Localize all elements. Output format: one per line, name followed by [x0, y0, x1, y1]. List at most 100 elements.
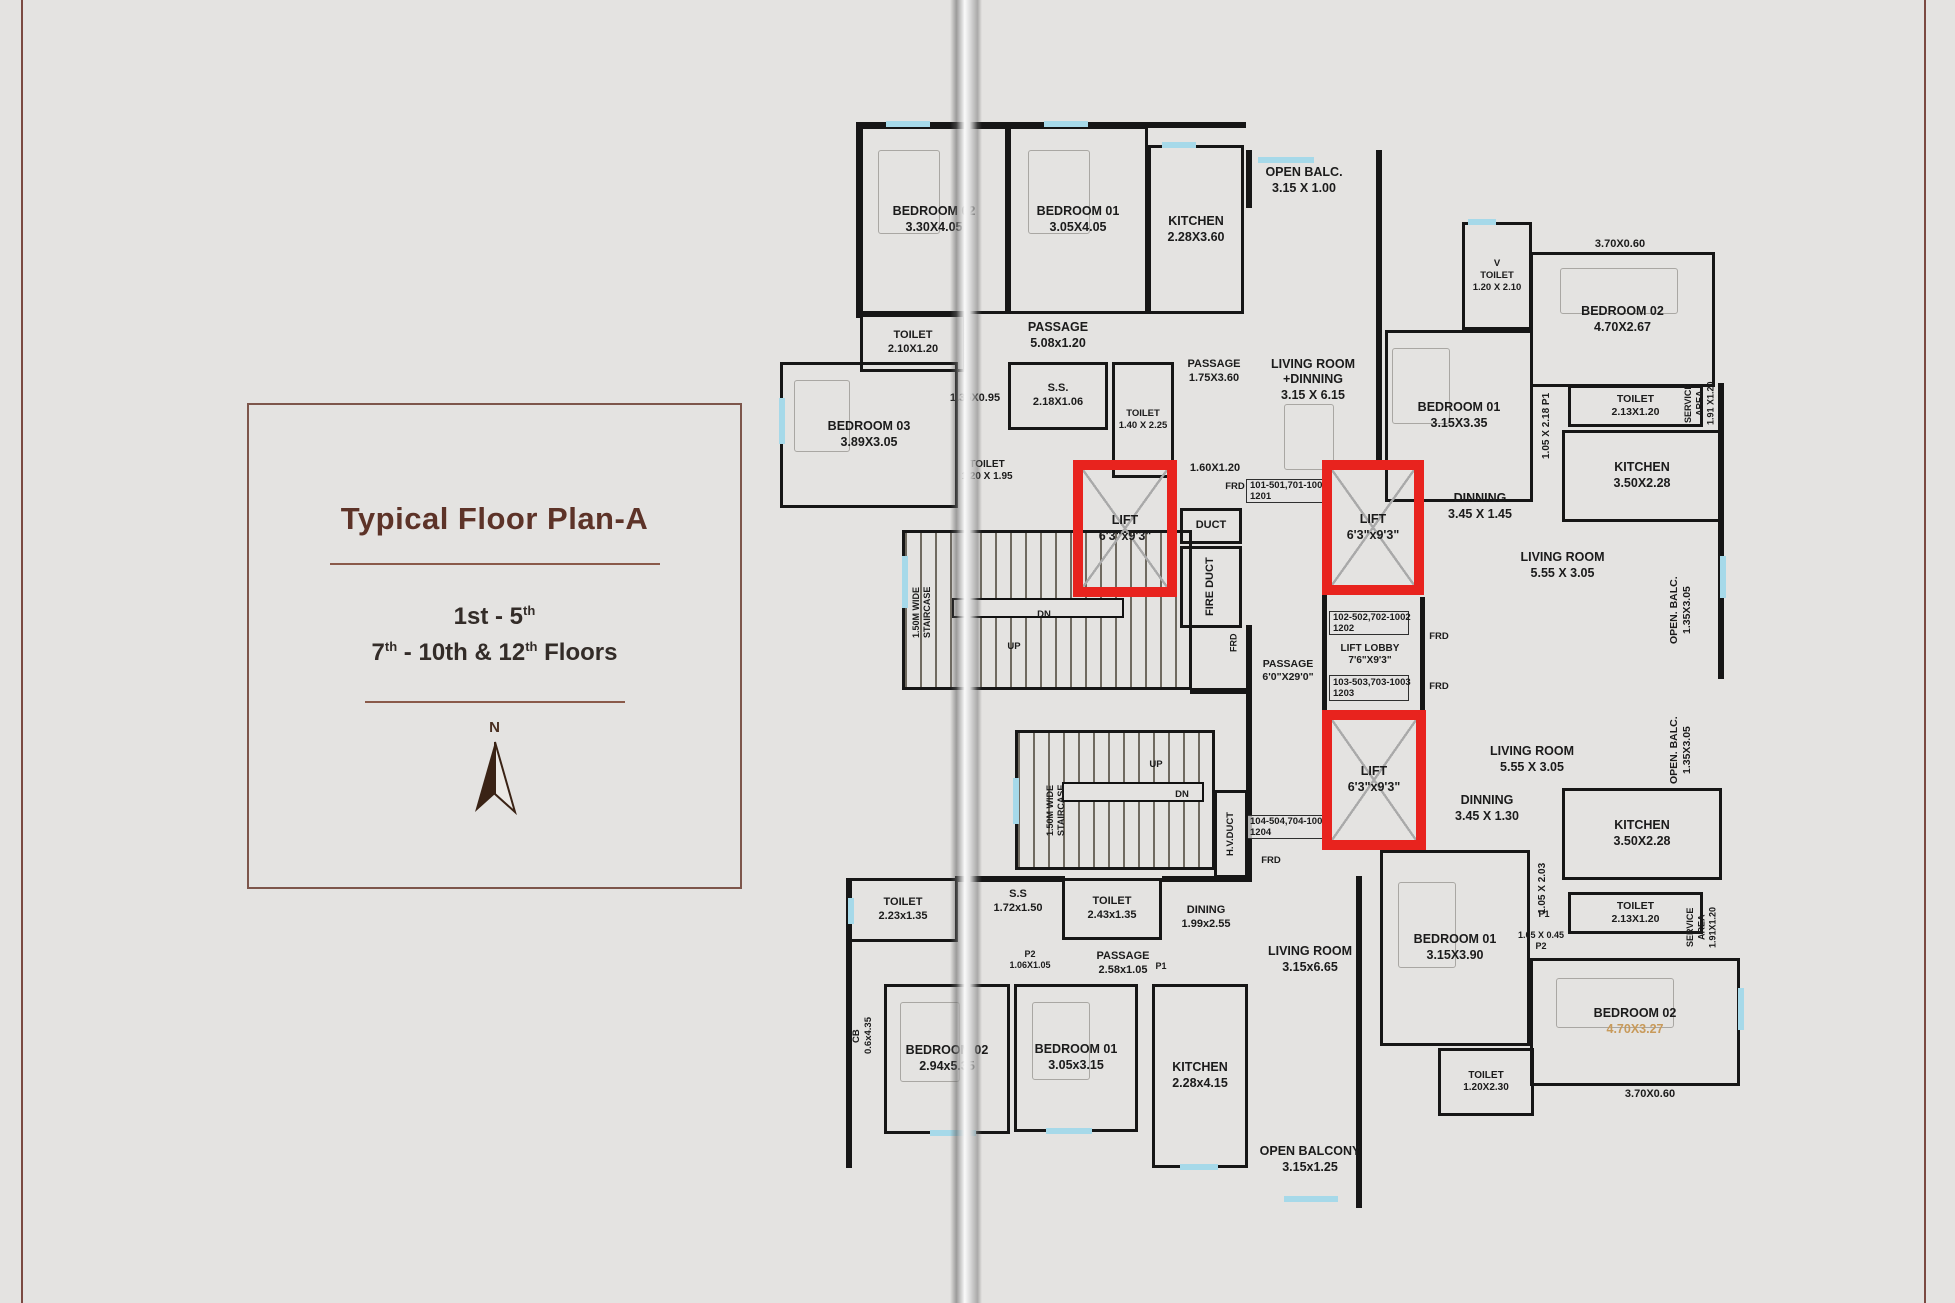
north-arrow-icon [474, 741, 517, 816]
bed-2 [1028, 150, 1090, 234]
bed-1 [878, 150, 940, 234]
north-arrow: N [459, 719, 531, 827]
balcony-strip-unit2: 3.70X0.60 [1594, 238, 1646, 251]
wall-segment-3 [1246, 150, 1252, 208]
wall-segment-2 [1376, 150, 1382, 462]
north-label: N [489, 719, 500, 736]
floors-line-1: 1st - 5th [453, 603, 536, 630]
wall-segment-8 [1322, 595, 1327, 710]
window-strip-3 [1258, 157, 1314, 163]
floors-line-2: 7th - 10th & 12th Floors [371, 639, 618, 666]
window-strip-1 [1044, 121, 1088, 127]
p1-unit4: P1 [1155, 961, 1167, 972]
p1-unit3: P1 [1538, 909, 1550, 920]
window-strip-5 [779, 398, 785, 444]
wall-segment-10 [955, 876, 1065, 882]
wall-segment-9 [1420, 597, 1425, 710]
ss-unit1: S.S.2.18X1.06 [1008, 362, 1108, 430]
window-strip-0 [886, 121, 930, 127]
staircase-lower-landing [1062, 782, 1204, 802]
wall-segment-5 [1356, 876, 1362, 1208]
page-fold-bar [950, 0, 982, 1303]
window-strip-7 [1013, 778, 1019, 824]
page-edge-left [21, 0, 23, 1303]
wall-segment-7 [1190, 688, 1250, 694]
dn-upper: DN [1037, 609, 1051, 621]
bed-5 [1560, 268, 1678, 314]
frd-4: FRD [1261, 855, 1281, 867]
window-strip-8 [848, 898, 854, 924]
window-strip-12 [1284, 1196, 1338, 1202]
wall-segment-6 [1246, 625, 1252, 880]
bed-7 [1032, 1002, 1090, 1080]
frd-2: FRD [1429, 631, 1449, 643]
wall-segment-4 [1718, 383, 1724, 679]
balcony-strip-unit3: 3.70X0.60 [1624, 1088, 1676, 1101]
bed-9 [1398, 882, 1456, 968]
open-balcony-unit2: OPEN. BALC.1.35X3.05 [1667, 576, 1693, 644]
dim-p1-unit2: 1.05 X 2.18 P1 [1540, 392, 1552, 460]
open-balcony-unit1: OPEN BALC.3.15 X 1.00 [1265, 165, 1343, 195]
title-underline [329, 563, 660, 565]
floors-range: 1st - 5th 7th - 10th & 12th Floors [372, 599, 618, 671]
dim-160x120: 1.60X1.20 [1189, 462, 1241, 475]
bed-3 [794, 380, 850, 452]
wall-segment-12 [846, 878, 852, 1168]
window-strip-14 [1720, 556, 1726, 598]
bed-8 [1556, 978, 1674, 1028]
up-lower: UP [1149, 759, 1163, 771]
info-panel: Typical Floor Plan-A 1st - 5th 7th - 10t… [247, 403, 742, 889]
dining-table [1284, 404, 1334, 470]
floors-underline [364, 701, 625, 703]
dn-lower: DN [1175, 789, 1189, 801]
window-strip-10 [1046, 1128, 1092, 1134]
frd-5: FRD [1228, 633, 1239, 653]
window-strip-2 [1162, 142, 1196, 148]
duct: DUCT [1180, 508, 1242, 544]
page-title: Typical Floor Plan-A [340, 501, 649, 536]
up-upper: UP [1007, 641, 1021, 653]
wall-segment-11 [1162, 876, 1252, 882]
fire-duct: FIRE DUCT [1180, 546, 1242, 628]
page-edge-right [1924, 0, 1926, 1303]
